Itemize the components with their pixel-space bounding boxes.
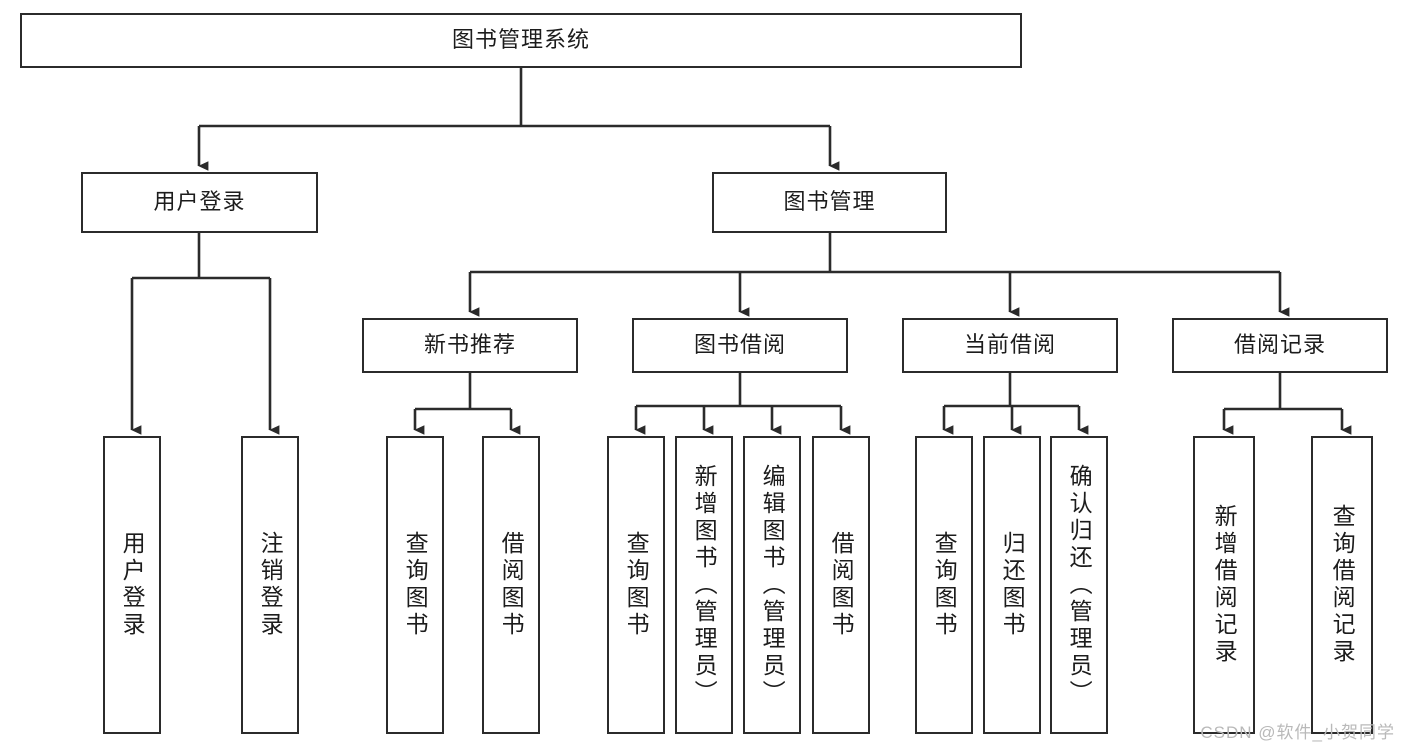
node-label: 借阅记录 [1233, 332, 1326, 358]
node-label: 确认归还（管理员） [1066, 463, 1093, 707]
leaf-book-borrow-query[interactable]: 查询图书 [607, 436, 665, 734]
node-label: 查询借阅记录 [1329, 504, 1356, 666]
leaf-book-borrow-add-admin[interactable]: 新增图书（管理员） [675, 436, 733, 734]
leaf-book-borrow-edit-admin[interactable]: 编辑图书（管理员） [743, 436, 801, 734]
leaf-user-login-logout[interactable]: 注销登录 [241, 436, 299, 734]
node-user-login[interactable]: 用户登录 [81, 172, 318, 233]
node-label: 图书管理系统 [451, 27, 590, 53]
node-book-borrow[interactable]: 图书借阅 [632, 318, 848, 373]
node-label: 新增借阅记录 [1211, 504, 1238, 666]
node-borrow-record[interactable]: 借阅记录 [1172, 318, 1388, 373]
node-root-book-management-system[interactable]: 图书管理系统 [20, 13, 1022, 68]
watermark: CSDN @软件_小贺同学 [1200, 723, 1395, 742]
node-label: 归还图书 [999, 531, 1026, 639]
node-label: 图书管理 [783, 189, 876, 215]
node-label: 新增图书（管理员） [691, 463, 718, 707]
node-new-book-recommend[interactable]: 新书推荐 [362, 318, 578, 373]
leaf-borrow-record-query[interactable]: 查询借阅记录 [1311, 436, 1373, 734]
leaf-borrow-record-add[interactable]: 新增借阅记录 [1193, 436, 1255, 734]
node-current-borrow[interactable]: 当前借阅 [902, 318, 1118, 373]
node-book-management[interactable]: 图书管理 [712, 172, 947, 233]
node-label: 用户登录 [153, 189, 246, 215]
node-label: 查询图书 [623, 531, 650, 639]
node-label: 注销登录 [257, 531, 284, 639]
node-label: 用户登录 [119, 531, 146, 639]
node-label: 当前借阅 [963, 332, 1056, 358]
node-label: 借阅图书 [498, 531, 525, 639]
leaf-current-borrow-return[interactable]: 归还图书 [983, 436, 1041, 734]
leaf-new-book-borrow[interactable]: 借阅图书 [482, 436, 540, 734]
leaf-current-borrow-query[interactable]: 查询图书 [915, 436, 973, 734]
node-label: 查询图书 [931, 531, 958, 639]
leaf-new-book-query[interactable]: 查询图书 [386, 436, 444, 734]
node-label: 编辑图书（管理员） [759, 463, 786, 707]
leaf-current-borrow-confirm-admin[interactable]: 确认归还（管理员） [1050, 436, 1108, 734]
node-label: 借阅图书 [828, 531, 855, 639]
node-label: 图书借阅 [693, 332, 786, 358]
node-label: 新书推荐 [423, 332, 516, 358]
leaf-user-login-login[interactable]: 用户登录 [103, 436, 161, 734]
node-label: 查询图书 [402, 531, 429, 639]
leaf-book-borrow-borrow[interactable]: 借阅图书 [812, 436, 870, 734]
